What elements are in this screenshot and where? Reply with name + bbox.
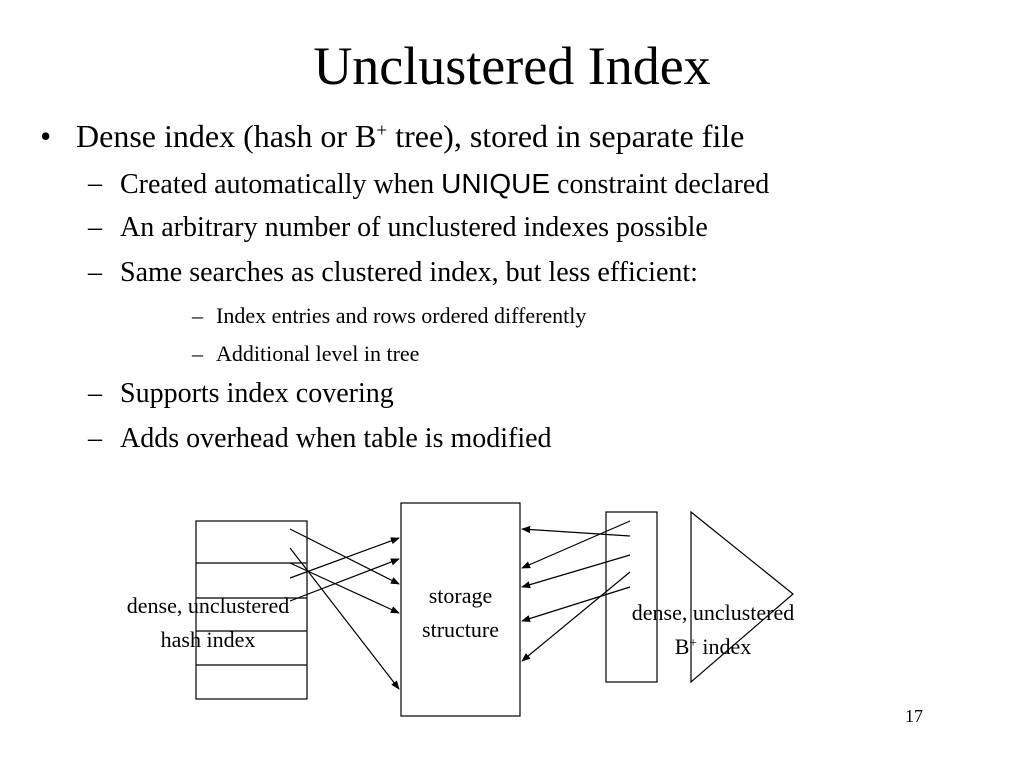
storage-label-line: storage xyxy=(428,583,493,608)
bullet-text: Dense index (hash or B+ tree), stored in… xyxy=(76,118,744,155)
code-unique: UNIQUE xyxy=(441,168,551,199)
hash-bucket-box xyxy=(195,520,308,700)
dash-marker: – xyxy=(88,212,102,243)
arrow-line xyxy=(289,537,400,579)
sub-bullet-text: Adds overhead when table is modified xyxy=(120,423,552,454)
btree-label-line: dense, unclustered xyxy=(631,600,795,625)
hash-label-line: hash index xyxy=(160,627,256,652)
sub-bullet-text: An arbitrary number of unclustered index… xyxy=(120,212,708,243)
text-part: constraint declared xyxy=(550,169,770,200)
arrow-line xyxy=(289,558,400,602)
btree-label-line: B+ index xyxy=(603,630,823,664)
btree-leaf-box xyxy=(605,511,658,683)
hash-to-storage-arrows xyxy=(289,528,400,690)
bullet-text-part: tree), stored in separate file xyxy=(387,118,745,154)
arrow-line xyxy=(521,554,631,589)
arrow-line xyxy=(521,525,631,537)
hash-index-label: dense, unclustered hash index xyxy=(98,589,318,657)
btree-to-storage-arrows xyxy=(521,520,631,662)
dash-marker: – xyxy=(88,423,102,454)
sub-bullet-text: Supports index covering xyxy=(120,378,394,409)
dash-marker: – xyxy=(88,168,102,199)
subsub-bullet-text: Additional level in tree xyxy=(216,341,420,366)
page-number: 17 xyxy=(905,706,923,726)
btree-index-label: dense, unclustered B+ index xyxy=(603,596,823,664)
bullet-text-part: Dense index (hash or B xyxy=(76,118,377,154)
arrow-line xyxy=(289,528,400,585)
text-part: Created automatically when xyxy=(120,169,442,200)
dash-marker: – xyxy=(88,378,102,409)
arrow-line xyxy=(521,586,631,623)
text-part: B xyxy=(674,634,690,659)
superscript-plus: + xyxy=(376,120,388,142)
slide-title: Unclustered Index xyxy=(313,36,711,96)
superscript-plus: + xyxy=(689,634,697,650)
dash-marker: – xyxy=(88,257,102,288)
bullet-marker: • xyxy=(40,118,52,154)
hash-label-line: dense, unclustered xyxy=(126,593,290,618)
hash-index-buckets xyxy=(195,520,308,700)
storage-label-line: structure xyxy=(422,617,499,642)
sub-bullet-text: Same searches as clustered index, but le… xyxy=(120,257,698,288)
subsub-bullet-text: Index entries and rows ordered different… xyxy=(216,303,587,328)
storage-structure-label: storage structure xyxy=(401,579,520,647)
text-part: index xyxy=(696,634,752,659)
btree-triangle xyxy=(690,510,794,684)
arrow-line xyxy=(521,571,631,662)
sub-bullet-text: Created automatically when UNIQUE constr… xyxy=(120,168,769,201)
arrow-line xyxy=(521,520,631,569)
storage-structure-box xyxy=(400,502,521,717)
dash-marker: – xyxy=(192,303,203,328)
dash-marker: – xyxy=(192,341,203,366)
